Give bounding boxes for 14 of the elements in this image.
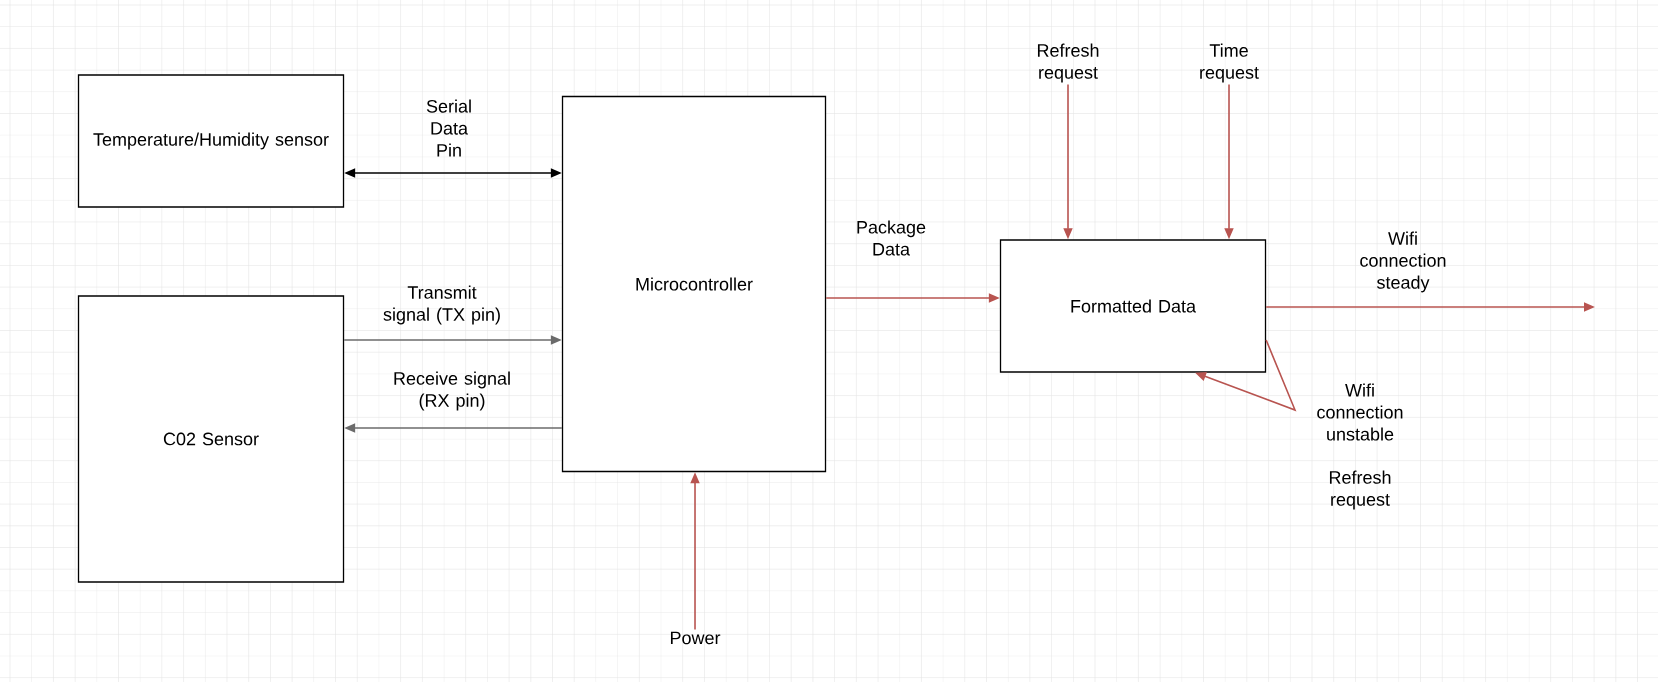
signal-label: Power [670, 631, 721, 645]
edge-label: Serial Data Pin [426, 99, 471, 157]
process-box: Microcontroller [561, 95, 827, 473]
edge-label: Wifi connection steady [1360, 231, 1446, 293]
process-box: Temperature/Humidity sensor [77, 74, 345, 208]
edge-label: Receive signal (RX pin) [394, 371, 510, 411]
edge-label: Transmit signal (TX pin) [383, 285, 500, 325]
signal-label: Time request [1200, 43, 1259, 83]
process-box: C02 Sensor [77, 295, 345, 583]
process-box: Formatted Data [999, 239, 1267, 373]
edge-label: Package Data [857, 220, 926, 256]
edge-label: Wifi connection unstable [1317, 383, 1403, 441]
signal-label: Refresh request [1037, 43, 1099, 83]
note-label: Refresh request [1329, 470, 1391, 510]
